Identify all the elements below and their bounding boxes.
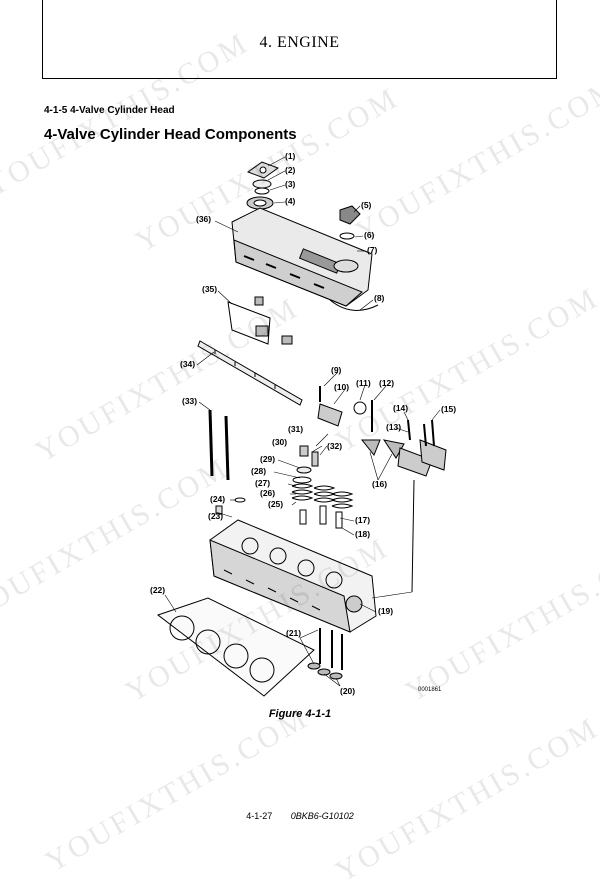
section-number-title: 4-1-5 4-Valve Cylinder Head (44, 105, 175, 116)
callout-12: (12) (379, 378, 394, 388)
callout-13: (13) (386, 422, 401, 432)
document-code: 0BKB6-G10102 (290, 811, 354, 821)
callout-21: (21) (286, 628, 301, 638)
head-gasket (156, 597, 315, 697)
leader-lines (164, 156, 441, 687)
rocker-shaft (197, 340, 303, 406)
callout-8: (8) (374, 293, 385, 303)
callout-27: (27) (255, 478, 270, 488)
callout-28: (28) (251, 466, 266, 476)
callout-29: (29) (260, 454, 275, 464)
callout-4: (4) (285, 196, 296, 206)
callout-36: (36) (196, 214, 211, 224)
callout-25: (25) (268, 499, 283, 509)
callout-22: (22) (150, 585, 165, 595)
cover-gasket (227, 296, 293, 345)
callout-2: (2) (285, 165, 296, 175)
watermark: YOUFIXTHIS.COM (40, 701, 315, 879)
callout-19: (19) (378, 606, 393, 616)
callout-35: (35) (202, 284, 217, 294)
callout-9: (9) (331, 365, 342, 375)
callout-5: (5) (361, 200, 372, 210)
callout-7: (7) (367, 245, 378, 255)
figure-caption: Figure 4-1-1 (268, 708, 332, 720)
callout-20: (20) (340, 686, 355, 696)
callout-14: (14) (393, 403, 408, 413)
callout-34: (34) (180, 359, 195, 369)
callout-30: (30) (272, 437, 287, 447)
callout-6: (6) (364, 230, 375, 240)
callout-15: (15) (441, 404, 456, 414)
callout-11: (11) (356, 378, 371, 388)
valves (307, 628, 343, 680)
callout-16: (16) (372, 479, 387, 489)
valve-train (215, 445, 354, 529)
page-number: 4-1-27 (246, 811, 273, 821)
chapter-title: 4. ENGINE (259, 34, 340, 51)
callout-24: (24) (210, 494, 225, 504)
rocker-assembly (317, 386, 447, 593)
callout-1: (1) (285, 151, 296, 161)
callout-3: (3) (285, 179, 296, 189)
callout-33: (33) (182, 396, 197, 406)
section-heading: 4-Valve Cylinder Head Components (44, 126, 297, 143)
callout-17: (17) (355, 515, 370, 525)
cylinder-head (209, 519, 377, 633)
watermark: YOUFIXTHIS.COM (330, 711, 600, 889)
exploded-view-diagram: (1) (2) (3) (4) (5) (6) (7) (8) (9) (10)… (150, 151, 456, 697)
callout-26: (26) (260, 488, 275, 498)
callout-32: (32) (327, 441, 342, 451)
callout-23: (23) (208, 511, 223, 521)
callout-31: (31) (288, 424, 303, 434)
chapter-header-box: 4. ENGINE (42, 0, 557, 79)
push-rods (208, 409, 230, 481)
drawing-code: 0001861 (418, 687, 442, 693)
page-footer: 4-1-27 0BKB6-G10102 (0, 811, 600, 821)
valve-cover (231, 207, 379, 311)
oil-cap-parts (246, 161, 280, 210)
callout-10: (10) (334, 382, 349, 392)
callout-18: (18) (355, 529, 370, 539)
